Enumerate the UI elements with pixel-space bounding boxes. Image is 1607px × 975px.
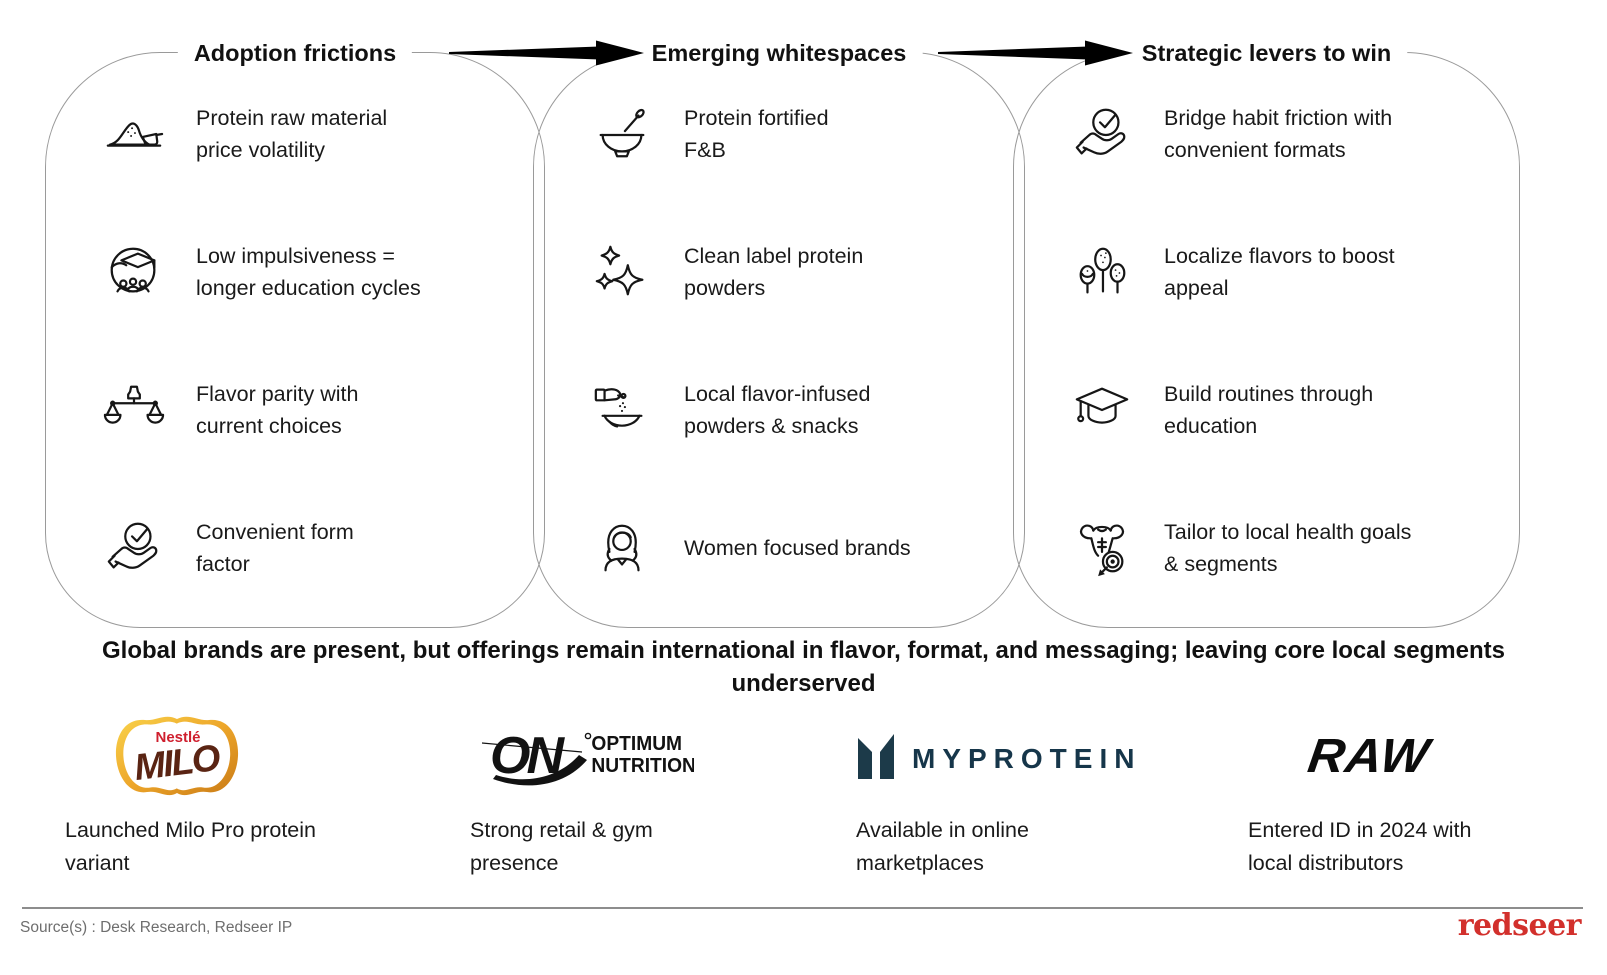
list-item: Low impulsiveness = longer education cyc…: [46, 203, 544, 341]
list-item: Bridge habit friction with convenient fo…: [1014, 65, 1519, 203]
friction-item-text: Convenient form factor: [196, 520, 354, 576]
powder-scoop-icon: [96, 103, 172, 165]
brand-myprotein: MYPROTEIN Available in online marketplac…: [856, 710, 1191, 880]
lever-item-text: Bridge habit friction with convenient fo…: [1164, 106, 1393, 162]
raw-logo: RAW: [1248, 710, 1563, 802]
whitespace-item-text: Clean label protein powders: [684, 244, 864, 300]
stage-title: Emerging whitespaces: [635, 36, 923, 70]
list-item: Clean label protein powders: [534, 203, 1024, 341]
brand-caption: Launched Milo Pro protein variant: [65, 818, 316, 875]
brand-milo: Nestlé MILO Launched Milo Pro protein va…: [65, 710, 410, 880]
list-item: Local flavor-infused powders & snacks: [534, 341, 1024, 479]
list-item: Convenient form factor: [46, 479, 544, 617]
muscle-target-icon: [1064, 517, 1140, 579]
list-item: Women focused brands: [534, 479, 1024, 617]
friction-item-text: Low impulsiveness = longer education cyc…: [196, 244, 421, 300]
list-item: Localize flavors to boost appeal: [1014, 203, 1519, 341]
brand-raw: RAW Entered ID in 2024 with local distri…: [1248, 710, 1563, 880]
hand-check-icon: [96, 517, 172, 579]
brand-optimum-nutrition: ON OPTIMUM NUTRITION Strong retail & gym…: [470, 710, 805, 880]
myprotein-logo: MYPROTEIN: [856, 710, 1191, 802]
bowl-spoon-icon: [584, 103, 660, 165]
flow-arrow-right-icon: [938, 40, 1133, 66]
source-note: Source(s) : Desk Research, Redseer IP: [20, 919, 293, 936]
list-item: Protein raw material price volatility: [46, 65, 544, 203]
headline: Global brands are present, but offerings…: [101, 637, 1505, 697]
friction-item-text: Flavor parity with current choices: [196, 382, 359, 438]
redseer-logo: redseer: [1457, 908, 1582, 943]
stage-title: Strategic levers to win: [1125, 36, 1408, 70]
stage-emerging-whitespaces: Emerging whitespaces Protein fortified F…: [533, 36, 1025, 628]
nutrition-text: NUTRITION: [591, 755, 694, 777]
stage-adoption-frictions: Adoption frictions Protein raw material …: [45, 36, 545, 628]
flow-arrow-right-icon: [449, 40, 644, 66]
whitespace-item-text: Women focused brands: [684, 536, 911, 560]
sprinkle-bowl-icon: [584, 379, 660, 441]
education-cycle-icon: [96, 241, 172, 303]
optimum-nutrition-logo: ON OPTIMUM NUTRITION: [470, 710, 805, 802]
list-item: Flavor parity with current choices: [46, 341, 544, 479]
list-item: Protein fortified F&B: [534, 65, 1024, 203]
hand-check-icon: [1064, 103, 1140, 165]
brand-caption: Available in online marketplaces: [856, 818, 1029, 875]
whitespace-item-text: Local flavor-infused powders & snacks: [684, 382, 871, 438]
fruit-pops-icon: [1064, 241, 1140, 303]
whitespace-item-text: Protein fortified F&B: [684, 106, 829, 162]
list-item: Tailor to local health goals & segments: [1014, 479, 1519, 617]
on-monogram: ON: [490, 727, 565, 785]
brand-caption: Entered ID in 2024 with local distributo…: [1248, 818, 1472, 875]
lever-item-text: Tailor to local health goals & segments: [1164, 520, 1412, 576]
friction-item-text: Protein raw material price volatility: [196, 106, 388, 162]
footer-divider: [22, 907, 1583, 909]
stage-title: Adoption frictions: [177, 36, 413, 70]
balance-scale-icon: [96, 379, 172, 441]
woman-icon: [584, 517, 660, 579]
nestle-wordmark: Nestlé: [155, 729, 200, 746]
myprotein-wordmark: MYPROTEIN: [912, 743, 1136, 774]
milo-logo: Nestlé MILO: [65, 710, 410, 802]
stage-strategic-levers: Strategic levers to win Bridge habit fri…: [1013, 36, 1520, 628]
lever-item-text: Localize flavors to boost appeal: [1164, 244, 1395, 300]
brand-caption: Strong retail & gym presence: [470, 818, 653, 875]
lever-item-text: Build routines through education: [1164, 382, 1374, 438]
raw-wordmark: RAW: [1305, 729, 1437, 782]
list-item: Build routines through education: [1014, 341, 1519, 479]
graduation-cap-icon: [1064, 379, 1140, 441]
sparkles-icon: [584, 241, 660, 303]
optimum-text: OPTIMUM: [591, 733, 682, 755]
